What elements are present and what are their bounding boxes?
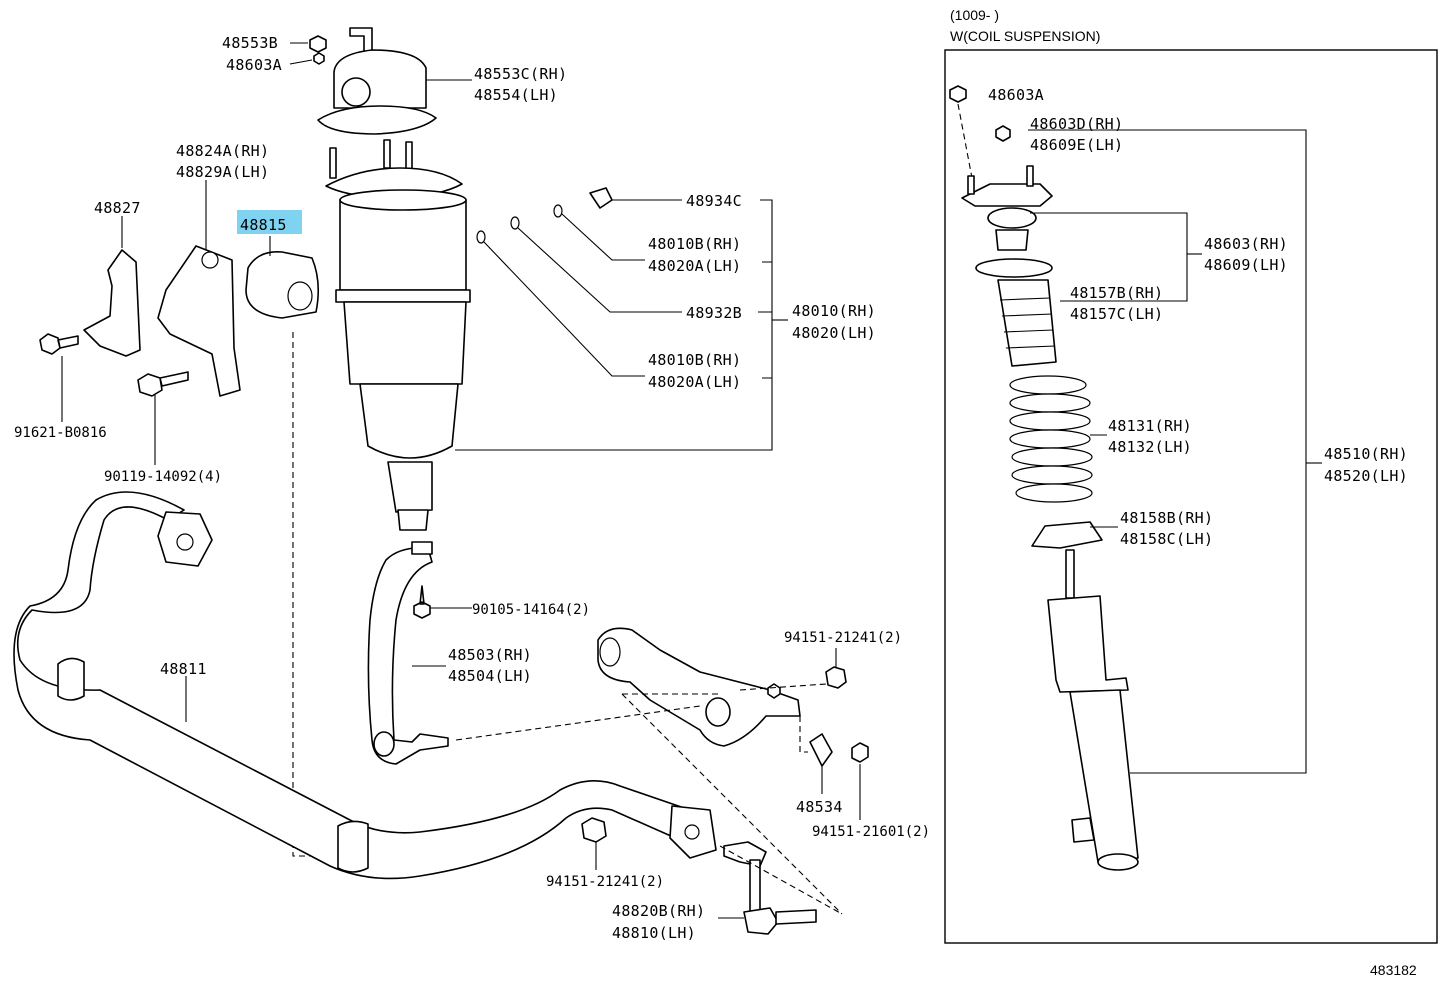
bracket-48827	[83, 249, 141, 357]
label-48934C: 48934C	[686, 192, 742, 210]
link-48820B	[723, 841, 817, 935]
oring-2	[510, 216, 520, 230]
highlight-48815	[237, 210, 302, 234]
label-48020A-2: 48020A(LH)	[648, 373, 741, 391]
diagram-id: 483182	[1370, 962, 1417, 978]
label-48131: 48131(RH)	[1108, 417, 1192, 435]
label-48010B-2: 48010B(RH)	[648, 351, 741, 369]
label-48020A-1: 48020A(LH)	[648, 257, 741, 275]
variant-label: W(COIL SUSPENSION)	[950, 28, 1100, 44]
label-91621: 91621-B0816	[14, 425, 107, 441]
bolt-91621	[39, 333, 79, 355]
label-48810: 48810(LH)	[612, 924, 696, 942]
label-48534: 48534	[796, 798, 843, 816]
label-48609: 48609(LH)	[1204, 256, 1288, 274]
air-spring-48010	[325, 139, 471, 531]
label-48829A: 48829A(LH)	[176, 163, 269, 181]
upper-mount	[961, 183, 1053, 207]
label-48932B: 48932B	[686, 304, 742, 322]
coil-strut-assembly	[949, 85, 1139, 871]
oring-1	[553, 204, 563, 218]
shock-tube	[1069, 689, 1139, 863]
nut-48603A-top	[313, 52, 325, 65]
label-90119: 90119-14092(4)	[104, 469, 222, 485]
nut-94151-21601	[851, 742, 869, 763]
label-48158C: 48158C(LH)	[1120, 530, 1213, 548]
upper-cover-48553C	[317, 27, 437, 135]
nut-48553B	[309, 35, 327, 53]
label-48827: 48827	[94, 199, 141, 217]
label-48157B: 48157B(RH)	[1070, 284, 1163, 302]
label-48553C: 48553C(RH)	[474, 65, 567, 83]
date-range-label: (1009- )	[950, 7, 999, 23]
nut-94151-21241-a	[825, 666, 847, 689]
label-94151-21601: 94151-21601(2)	[812, 824, 930, 840]
label-48824A: 48824A(RH)	[176, 142, 269, 160]
label-48510: 48510(RH)	[1324, 445, 1408, 463]
label-94151-21241-a: 94151-21241(2)	[784, 630, 902, 646]
label-48603A-top: 48603A	[226, 56, 282, 74]
boot-48157B	[997, 279, 1057, 367]
label-48554: 48554(LH)	[474, 86, 558, 104]
oring-3	[476, 230, 486, 244]
bushing-48815	[245, 251, 320, 319]
control-arm-center	[597, 627, 801, 747]
clip-48934C	[589, 187, 613, 209]
label-48815[interactable]: 48815	[240, 216, 287, 234]
label-90105: 90105-14164(2)	[472, 602, 590, 618]
label-48820B: 48820B(RH)	[612, 902, 705, 920]
plate-48534	[809, 733, 833, 767]
label-94151-21241-b: 94151-21241(2)	[546, 874, 664, 890]
shock-upper-body	[1047, 595, 1129, 693]
label-48603D: 48603D(RH)	[1030, 115, 1123, 133]
coil-spring-48131	[1009, 375, 1093, 503]
bracket-48824A	[157, 245, 241, 397]
spring-seat-upper	[975, 258, 1053, 278]
label-48010B-1: 48010B(RH)	[648, 235, 741, 253]
bolt-90119	[137, 371, 189, 397]
arm-48503	[367, 541, 449, 765]
label-48603: 48603(RH)	[1204, 235, 1288, 253]
coil-suspension-frame	[944, 49, 1438, 944]
label-48157C: 48157C(LH)	[1070, 305, 1163, 323]
label-48010: 48010(RH)	[792, 302, 876, 320]
label-48811: 48811	[160, 660, 207, 678]
label-48603A-right: 48603A	[988, 86, 1044, 104]
label-48158B: 48158B(RH)	[1120, 509, 1213, 527]
label-48020: 48020(LH)	[792, 324, 876, 342]
bracket	[1071, 817, 1095, 843]
lower-seat-48158B	[1031, 521, 1103, 549]
label-48553B: 48553B	[222, 34, 278, 52]
label-48520: 48520(LH)	[1324, 467, 1408, 485]
bolt-90105	[413, 585, 431, 619]
nut-48603D	[995, 125, 1011, 142]
stabilizer-bar-48811	[13, 491, 717, 880]
label-48609E: 48609E(LH)	[1030, 136, 1123, 154]
nut-94151-21241-b	[581, 817, 607, 843]
bearing-48603	[995, 229, 1029, 251]
label-48132: 48132(LH)	[1108, 438, 1192, 456]
label-48504: 48504(LH)	[448, 667, 532, 685]
nut-48603A-right	[949, 85, 967, 103]
label-48503: 48503(RH)	[448, 646, 532, 664]
